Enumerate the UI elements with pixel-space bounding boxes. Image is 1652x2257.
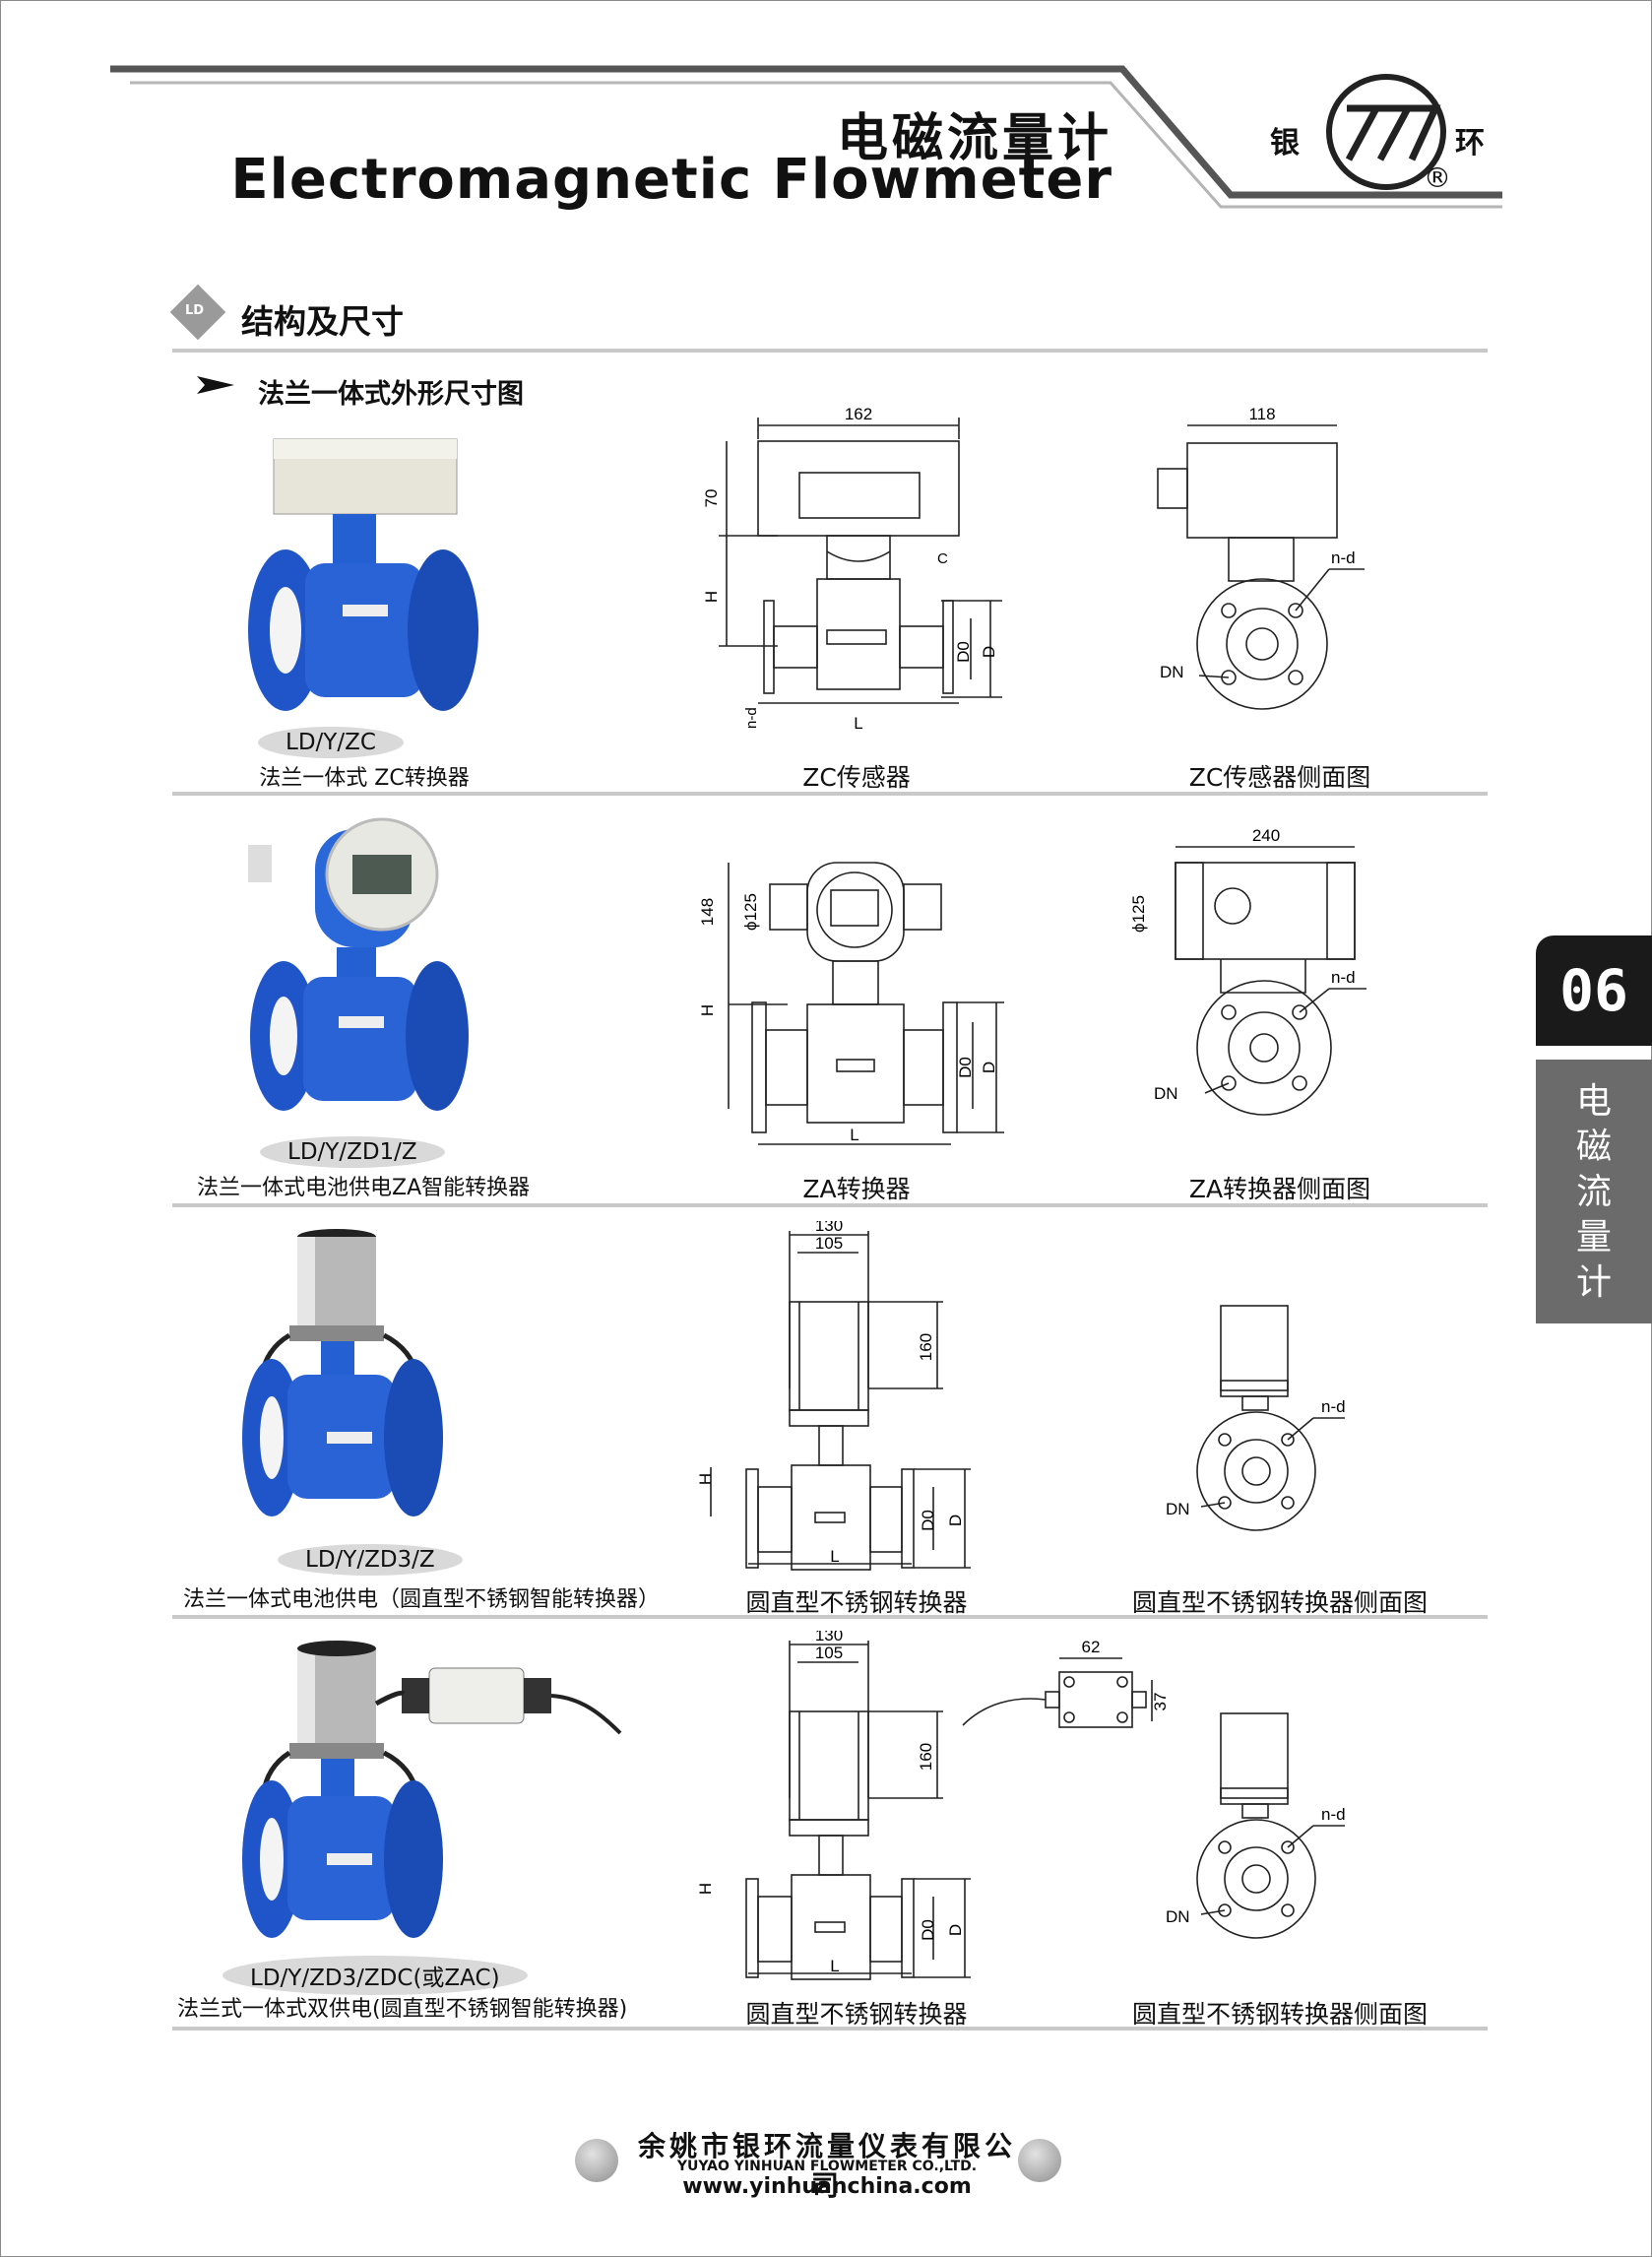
model-label: LD/Y/ZD3/ZDC(或ZAC) [222, 1956, 528, 1995]
section-rule [172, 349, 1488, 353]
model-label: LD/Y/ZC [258, 727, 404, 758]
dim-d0-label: D0 [956, 1057, 975, 1078]
arrow-bullet-icon [197, 376, 234, 394]
section-badge-icon [169, 284, 226, 341]
footer-company-cn: 余姚市银环流量仪表有限公司 [637, 2130, 1016, 2202]
footer-url[interactable]: www.yinhuanchina.com [682, 2174, 972, 2199]
section-title: 结构及尺寸 [241, 302, 404, 341]
dim-side-width-label: 118 [1248, 405, 1275, 423]
footer-dot-icon [575, 2139, 618, 2182]
page-title-cn: 电磁流量计 [836, 109, 1112, 168]
dim-nd-label: n-d [1321, 1805, 1346, 1824]
model-label: LD/Y/ZD3/Z [278, 1544, 463, 1576]
dim-box-width-label: 62 [1082, 1638, 1101, 1656]
registered-mark: ® [1424, 161, 1451, 194]
dim-width-label: 162 [845, 405, 872, 423]
dim-d-label: D [946, 1515, 965, 1526]
dim-c-label: C [937, 550, 948, 567]
drawing-round-front-dual: 130 105 160 H D0 D L [697, 1631, 971, 1980]
row-divider [172, 1615, 1488, 1619]
dim-phi-label: ϕ125 [741, 893, 760, 931]
dim-height-label: 70 [702, 489, 721, 508]
dim-w1-label: 130 [815, 1221, 843, 1235]
dim-w1-label: 130 [815, 1631, 843, 1644]
dim-l-label: L [830, 1547, 839, 1566]
dim-nd-label: n-d [1331, 968, 1356, 987]
chapter-title-tab: 电磁流量计 [1536, 1060, 1652, 1323]
brand-char-left: 银 [1270, 126, 1300, 161]
dim-d-label: D [980, 1062, 998, 1073]
page-title-en: Electromagnetic Flowmeter [230, 148, 1112, 212]
dim-l-label: L [850, 1126, 858, 1144]
drawing-zc-side: 118 n-d DN [1157, 405, 1365, 710]
drawing-caption: ZC传感器 [802, 763, 911, 792]
dim-h-label: H [698, 1004, 717, 1016]
dim-height-label: 148 [698, 898, 717, 926]
dim-w2-label: 105 [815, 1644, 843, 1662]
drawing-caption: 圆直型不锈钢转换器 [745, 2000, 968, 2029]
dim-dn-label: DN [1166, 1907, 1190, 1926]
subsection-title: 法兰一体式外形尺寸图 [258, 379, 524, 410]
dim-d0-label: D0 [919, 1510, 937, 1531]
product-photo-zd1 [248, 817, 469, 1111]
chapter-number-tab: 06 [1536, 935, 1652, 1046]
drawing-caption: ZA转换器 [802, 1175, 911, 1203]
dim-w2-label: 105 [815, 1234, 843, 1253]
dim-dn-label: DN [1166, 1500, 1190, 1518]
dim-height-label: 160 [917, 1333, 935, 1361]
drawing-caption: 圆直型不锈钢转换器侧面图 [1131, 1588, 1428, 1617]
dim-nd-label: n-d [1321, 1397, 1346, 1416]
drawing-caption: ZC传感器侧面图 [1188, 763, 1371, 792]
drawing-round-front: 130 105 160 H D0 D L [697, 1221, 971, 1571]
model-label: LD/Y/ZD1/Z [260, 1136, 445, 1168]
product-photo-zdc [242, 1641, 622, 1938]
product-photo-zc [248, 438, 478, 711]
header-rule [110, 65, 1502, 209]
product-photo-zd3 [242, 1229, 443, 1516]
dim-h-label: H [697, 1883, 715, 1895]
drawing-round-side-dual: n-d DN [1166, 1712, 1346, 1939]
row-divider [172, 792, 1488, 796]
dim-height-label: 160 [917, 1743, 935, 1771]
model-description: 法兰式一体式双供电(圆直型不锈钢智能转换器) [177, 1997, 628, 2022]
drawing-caption: 圆直型不锈钢转换器 [745, 1588, 968, 1617]
drawing-zc-front: 162 70 H D0 D L C n-d [702, 405, 1002, 733]
model-description: 法兰一体式电池供电（圆直型不锈钢智能转换器） [183, 1587, 661, 1612]
drawing-caption: ZA转换器侧面图 [1188, 1175, 1371, 1203]
drawing-caption: 圆直型不锈钢转换器侧面图 [1131, 2000, 1428, 2029]
dim-nd-label: n-d [1331, 548, 1356, 567]
dim-h-label: H [702, 591, 721, 603]
drawing-round-side: n-d DN [1166, 1305, 1346, 1531]
dim-box-height-label: 37 [1151, 1693, 1170, 1711]
brand-char-right: 环 [1455, 126, 1485, 161]
row-divider [172, 2027, 1488, 2031]
model-description: 法兰一体式电池供电ZA智能转换器 [197, 1176, 531, 1200]
row-divider [172, 1203, 1488, 1207]
dim-d0-label: D0 [919, 1919, 937, 1941]
dim-dn-label: DN [1154, 1084, 1178, 1103]
chapter-title-text: 电磁流量计 [1575, 1081, 1612, 1303]
section-badge-label: LD [185, 303, 205, 318]
dim-h-label: H [697, 1473, 715, 1485]
model-description: 法兰一体式 ZC转换器 [259, 766, 470, 791]
dim-side-phi-label: ϕ125 [1129, 895, 1148, 933]
dim-dn-label: DN [1160, 663, 1184, 681]
footer-company-en: YUYAO YINHUAN FLOWMETER CO.,LTD. [676, 2159, 978, 2174]
drawing-za-front: 148 ϕ125 H D0 D L [698, 862, 1004, 1145]
dim-d0-label: D0 [954, 641, 973, 663]
dim-d-label: D [980, 646, 998, 658]
dim-l-label: L [854, 714, 862, 733]
dim-l-label: L [830, 1957, 839, 1975]
brand-logo-icon [1326, 74, 1446, 190]
drawing-junction-box: 62 37 [962, 1638, 1170, 1728]
dim-d-label: D [946, 1924, 965, 1936]
dim-side-width-label: 240 [1252, 826, 1280, 845]
dim-nd-label: n-d [743, 707, 760, 729]
footer-dot-icon [1018, 2139, 1061, 2182]
drawing-za-side: 240 ϕ125 n-d DN [1129, 826, 1366, 1116]
